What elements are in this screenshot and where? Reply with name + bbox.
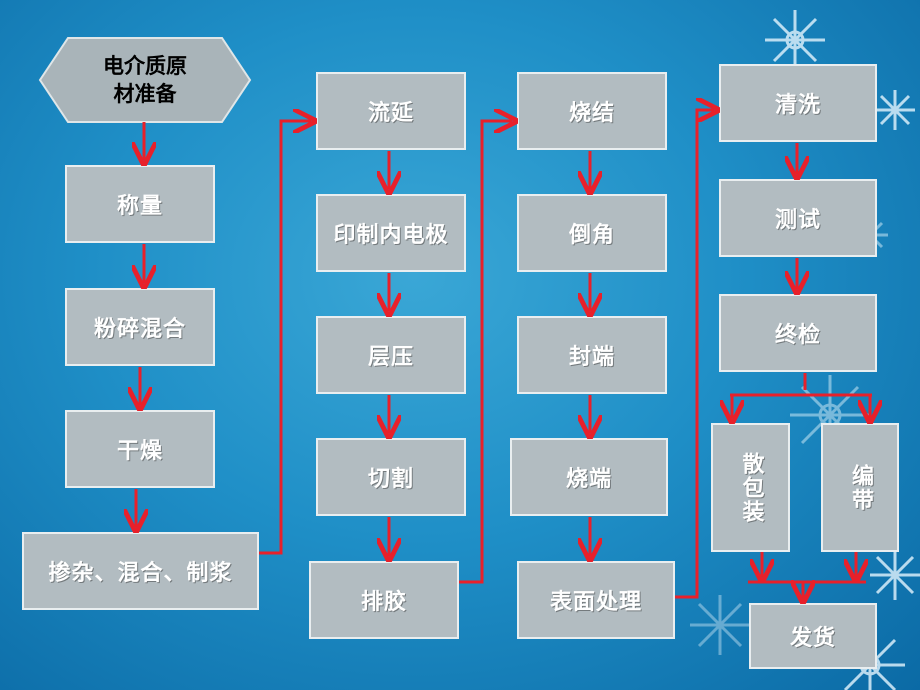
step-sinter: 烧结 bbox=[517, 72, 667, 150]
step-dry: 干燥 bbox=[65, 410, 215, 488]
step-terminate: 封端 bbox=[517, 316, 667, 394]
step-print-electrode: 印制内电极 bbox=[316, 194, 466, 272]
step-tape-reel: 编带 bbox=[821, 423, 899, 552]
step-ship: 发货 bbox=[749, 603, 877, 669]
snowflake-icon bbox=[765, 10, 825, 70]
step-bulk-pack: 散包装 bbox=[711, 423, 790, 552]
step-weigh: 称量 bbox=[65, 165, 215, 243]
step-laminate: 层压 bbox=[316, 316, 466, 394]
arrow-connector bbox=[459, 121, 512, 584]
arrow-connector bbox=[675, 110, 714, 599]
step-cast: 流延 bbox=[316, 72, 466, 150]
step-chamfer: 倒角 bbox=[517, 194, 667, 272]
step-test: 测试 bbox=[719, 179, 877, 257]
step-fire-terminal: 烧端 bbox=[510, 438, 668, 516]
step-cut: 切割 bbox=[316, 438, 466, 516]
start-node-material-prep: 电介质原 材准备 bbox=[103, 54, 187, 106]
step-crush-mix: 粉碎混合 bbox=[65, 288, 215, 366]
snowflake-icon bbox=[690, 595, 750, 655]
step-clean: 清洗 bbox=[719, 64, 877, 142]
arrow-connector bbox=[259, 121, 311, 555]
snowflake-icon bbox=[875, 90, 915, 130]
step-debind: 排胶 bbox=[309, 561, 459, 639]
step-dope-mix-slurry: 掺杂、混合、制浆 bbox=[22, 532, 259, 610]
step-surface-treatment: 表面处理 bbox=[517, 561, 675, 639]
step-final-inspect: 终检 bbox=[719, 294, 877, 372]
snowflake-icon bbox=[870, 550, 920, 600]
